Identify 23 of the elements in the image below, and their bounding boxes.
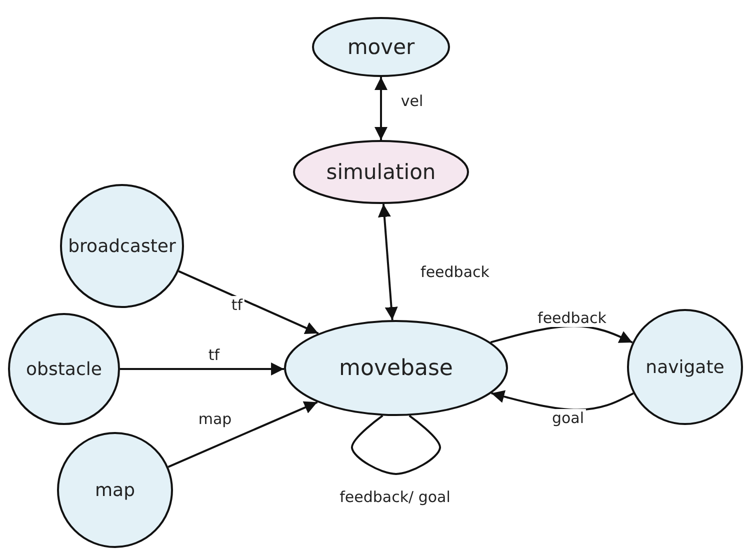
node-ellipse bbox=[284, 320, 508, 416]
node-label: mover bbox=[347, 35, 415, 59]
node-circle bbox=[8, 313, 120, 425]
edge-label: goal bbox=[550, 409, 586, 427]
node-label: navigate bbox=[646, 356, 724, 378]
arrow bbox=[178, 270, 319, 334]
node-label: movebase bbox=[339, 356, 453, 380]
node-circle bbox=[60, 184, 184, 308]
node-label: obstacle bbox=[26, 358, 102, 380]
node-ellipse bbox=[293, 140, 469, 204]
node-label: broadcaster bbox=[68, 236, 176, 256]
arrow bbox=[374, 77, 388, 140]
arrow bbox=[168, 401, 318, 468]
node-label: simulation bbox=[326, 160, 436, 184]
arrow bbox=[491, 390, 634, 411]
arrow bbox=[378, 204, 398, 320]
node-circle bbox=[627, 309, 743, 425]
edge-label: feedback bbox=[536, 309, 608, 327]
node-ellipse bbox=[312, 17, 450, 77]
arrow bbox=[490, 325, 633, 344]
node-label: map bbox=[95, 480, 135, 500]
arrow bbox=[120, 362, 284, 376]
node-circle bbox=[57, 432, 173, 548]
